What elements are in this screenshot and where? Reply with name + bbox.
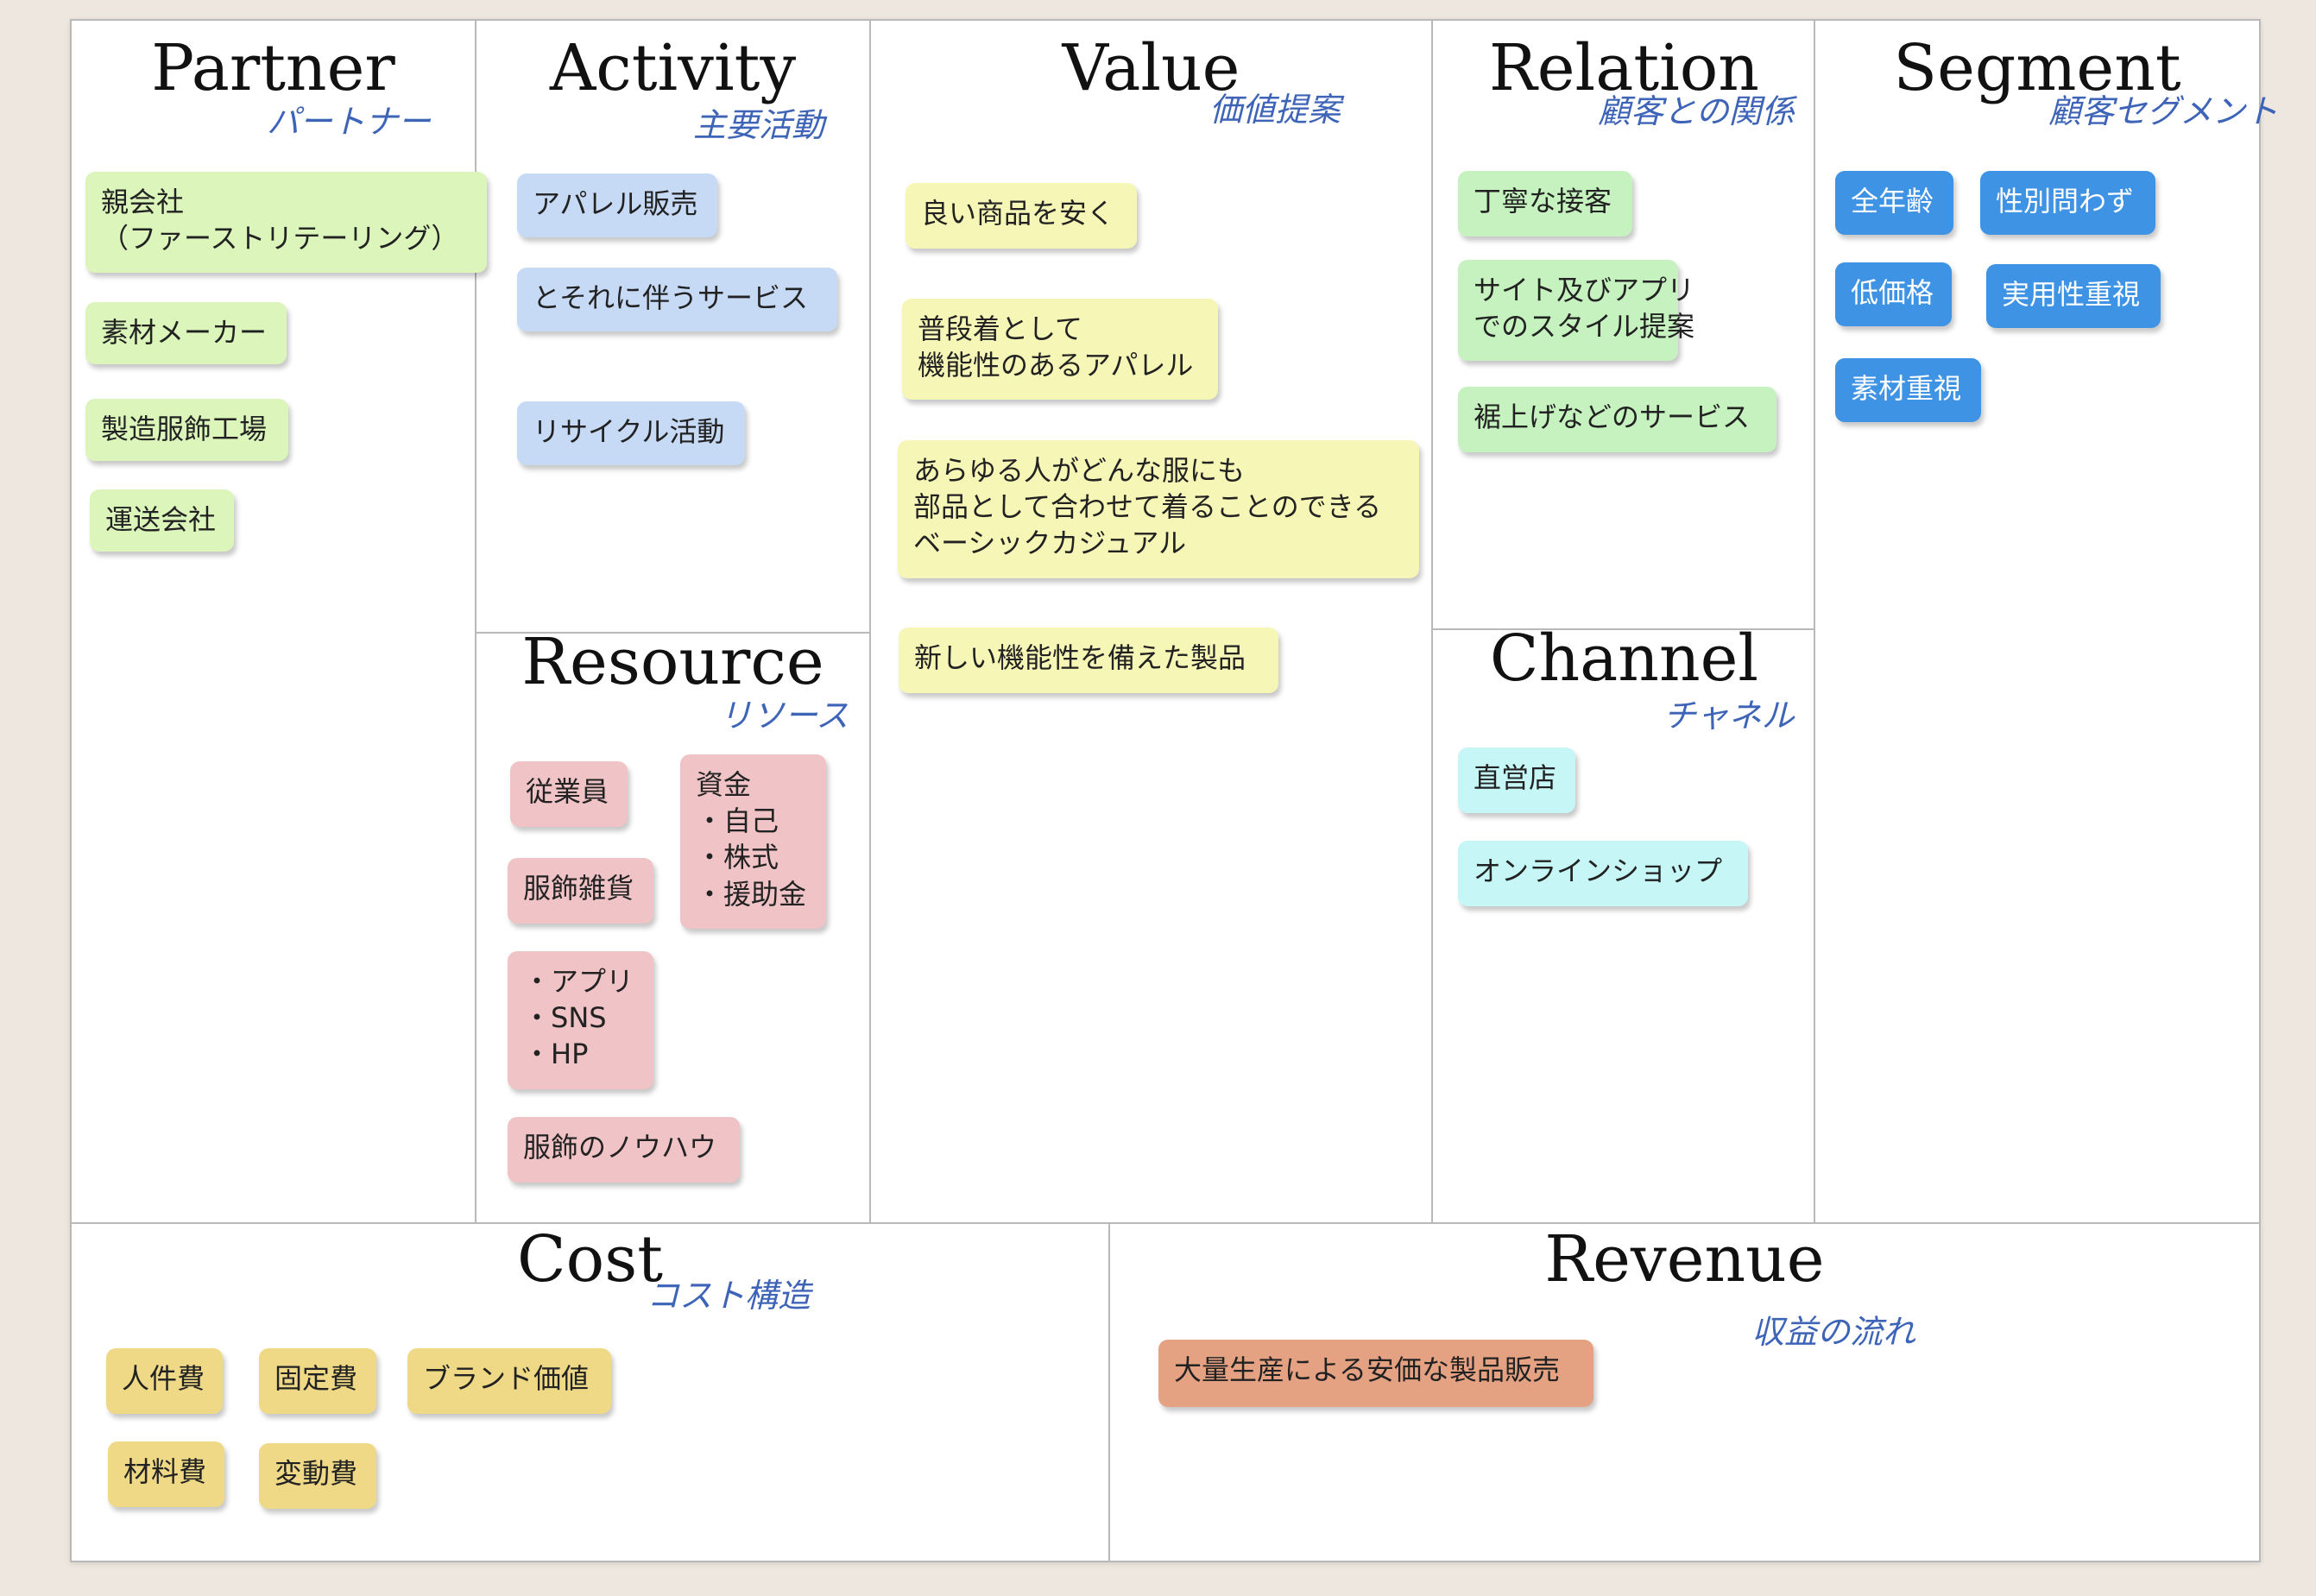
segment-note[interactable]: 実用性重視 bbox=[1986, 264, 2161, 328]
cost-note[interactable]: 固定費 bbox=[259, 1348, 376, 1414]
divider-cost-revenue bbox=[1108, 1222, 1110, 1561]
relation-subtitle: 顧客との関係 bbox=[1598, 92, 1795, 130]
relation-note[interactable]: 丁寧な接客 bbox=[1458, 171, 1632, 237]
value-subtitle: 価値提案 bbox=[1209, 91, 1341, 129]
divider-value-relation bbox=[1431, 21, 1433, 1222]
activity-note[interactable]: とそれに伴うサービス bbox=[517, 268, 837, 331]
relation-title: Relation bbox=[1489, 31, 1759, 105]
divider-top-bottom bbox=[72, 1222, 2259, 1224]
activity-note[interactable]: アパレル販売 bbox=[517, 173, 717, 237]
partner-note[interactable]: 素材メーカー bbox=[85, 302, 287, 364]
segment-subtitle: 顧客セグメント bbox=[2048, 92, 2279, 130]
value-title: Value bbox=[1062, 31, 1240, 105]
cost-note[interactable]: 変動費 bbox=[259, 1443, 376, 1509]
revenue-note[interactable]: 大量生産による安価な製品販売 bbox=[1158, 1340, 1593, 1407]
resource-note[interactable]: 服飾のノウハウ bbox=[508, 1117, 740, 1183]
partner-note[interactable]: 製造服飾工場 bbox=[85, 399, 288, 461]
business-model-canvas: Partner パートナー 親会社 （ファーストリテーリング） 素材メーカー 製… bbox=[70, 19, 2278, 1562]
revenue-subtitle: 収益の流れ bbox=[1751, 1313, 1916, 1351]
divider-activity-value bbox=[869, 21, 871, 1222]
resource-title: Resource bbox=[521, 625, 824, 699]
cost-note[interactable]: 材料費 bbox=[108, 1441, 224, 1507]
segment-note[interactable]: 素材重視 bbox=[1835, 358, 1981, 422]
partner-title: Partner bbox=[151, 31, 395, 105]
channel-note[interactable]: オンラインショップ bbox=[1458, 841, 1748, 906]
divider-partner-activity bbox=[475, 21, 476, 1222]
value-note[interactable]: 新しい機能性を備えた製品 bbox=[899, 628, 1278, 693]
partner-note[interactable]: 親会社 （ファーストリテーリング） bbox=[85, 172, 487, 273]
value-note[interactable]: あらゆる人がどんな服にも 部品として合わせて着ることのできる ベーシックカジュア… bbox=[898, 440, 1419, 578]
resource-note[interactable]: 服飾雑貨 bbox=[508, 858, 653, 924]
divider-relation-channel bbox=[1431, 628, 1815, 630]
segment-title: Segment bbox=[1893, 31, 2181, 105]
channel-subtitle: チャネル bbox=[1663, 697, 1795, 735]
segment-note[interactable]: 性別問わず bbox=[1980, 171, 2155, 235]
cost-note[interactable]: 人件費 bbox=[106, 1348, 223, 1414]
resource-note[interactable]: 従業員 bbox=[510, 761, 628, 827]
resource-note[interactable]: ・アプリ ・SNS ・HP bbox=[508, 951, 653, 1089]
segment-note[interactable]: 低価格 bbox=[1835, 262, 1952, 326]
value-note[interactable]: 良い商品を安く bbox=[906, 183, 1137, 249]
activity-title: Activity bbox=[549, 31, 797, 105]
divider-activity-resource bbox=[475, 632, 871, 634]
cost-subtitle: コスト構造 bbox=[647, 1277, 811, 1315]
segment-note[interactable]: 全年齢 bbox=[1835, 171, 1953, 235]
relation-note[interactable]: サイト及びアプリ でのスタイル提案 bbox=[1458, 260, 1694, 361]
channel-title: Channel bbox=[1489, 621, 1759, 696]
cost-note[interactable]: ブランド価値 bbox=[407, 1348, 611, 1414]
resource-subtitle: リソース bbox=[719, 697, 849, 735]
activity-note[interactable]: リサイクル活動 bbox=[517, 401, 745, 465]
channel-note[interactable]: 直営店 bbox=[1458, 748, 1575, 813]
divider-relation-segment bbox=[1814, 21, 1815, 1222]
relation-note[interactable]: 裾上げなどのサービス bbox=[1458, 387, 1776, 452]
cost-title: Cost bbox=[517, 1222, 663, 1296]
revenue-title: Revenue bbox=[1544, 1222, 1825, 1296]
partner-subtitle: パートナー bbox=[267, 103, 432, 141]
activity-subtitle: 主要活動 bbox=[693, 106, 825, 144]
partner-note[interactable]: 運送会社 bbox=[90, 489, 234, 552]
resource-note[interactable]: 資金 ・自己 ・株式 ・援助金 bbox=[680, 754, 826, 929]
value-note[interactable]: 普段着として 機能性のあるアパレル bbox=[902, 299, 1218, 400]
